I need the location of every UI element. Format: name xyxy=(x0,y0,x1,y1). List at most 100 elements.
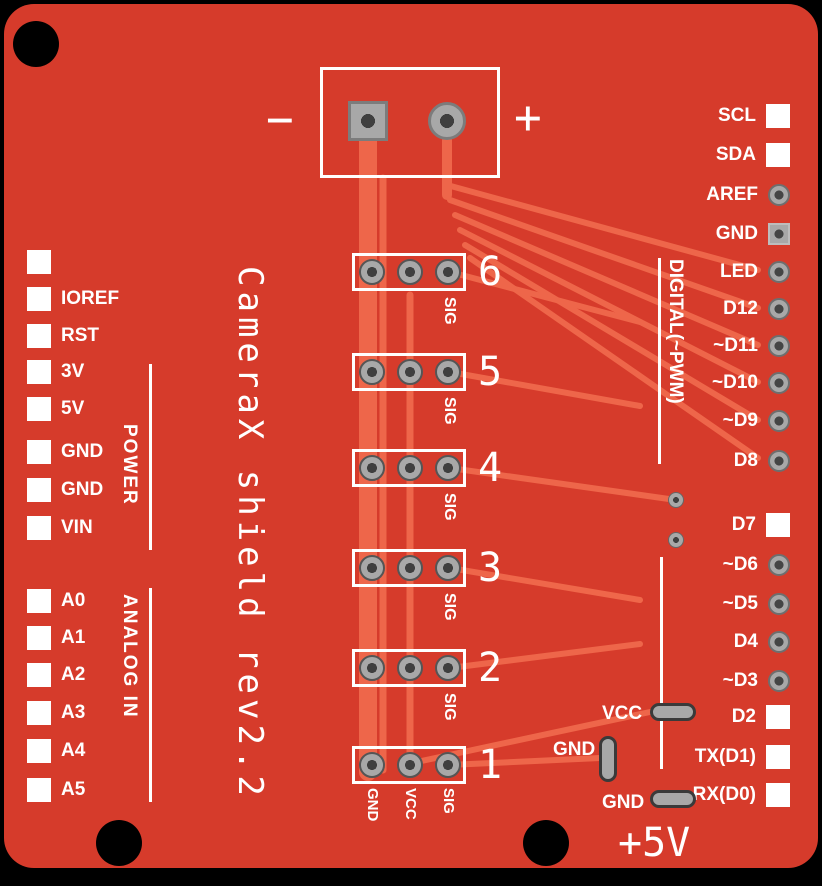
square-pad xyxy=(27,663,51,687)
sig-label: SIG xyxy=(441,297,458,325)
pin-row-rx: RX(D0) xyxy=(693,781,790,809)
square-hole-pad xyxy=(768,223,790,245)
pin-row-a1: A1 xyxy=(27,624,85,652)
round-pad xyxy=(768,554,790,576)
connector-pad xyxy=(359,555,385,581)
connector1-sig-label: SIG xyxy=(440,788,457,814)
connector-1 xyxy=(352,746,466,784)
connector-pad xyxy=(435,555,461,581)
pin-row-d3: ~D3 xyxy=(723,667,790,695)
pin-row-d4: D4 xyxy=(734,628,790,656)
square-pad xyxy=(27,778,51,802)
connector-pad xyxy=(359,259,385,285)
serial-bracket-line xyxy=(660,557,663,769)
pin-row-a3: A3 xyxy=(27,699,85,727)
sig-label: SIG xyxy=(441,397,458,425)
pin-label: VIN xyxy=(61,517,93,538)
square-pad xyxy=(27,250,51,274)
connector-pad xyxy=(435,655,461,681)
gnd-label: GND xyxy=(553,739,596,760)
pin-label: SCL xyxy=(718,105,756,126)
square-pad xyxy=(27,701,51,725)
pin-label: A3 xyxy=(61,702,86,723)
pin-row-ioref: IOREF xyxy=(27,285,119,313)
pin-label: ~D10 xyxy=(712,372,758,393)
connector-6 xyxy=(352,253,466,291)
connector-pad xyxy=(397,555,423,581)
pin-label: LED xyxy=(720,261,758,282)
pin-row-a5: A5 xyxy=(27,776,85,804)
vcc-label: VCC xyxy=(602,703,643,724)
pin-label: A0 xyxy=(61,590,86,611)
pin-label: GND xyxy=(61,479,104,500)
connector-2 xyxy=(352,649,466,687)
gnd-label: GND xyxy=(602,792,645,813)
pin-row-gnd: GND xyxy=(716,220,790,248)
connector-number: 3 xyxy=(478,545,503,591)
connector-number: 6 xyxy=(478,249,503,295)
pin-row-a0: A0 xyxy=(27,587,85,615)
connector-number: 2 xyxy=(478,645,503,691)
square-pad xyxy=(766,104,790,128)
pin-row-aref: AREF xyxy=(706,181,790,209)
connector-pad xyxy=(435,752,461,778)
connector-pad xyxy=(397,655,423,681)
minus-sign: − xyxy=(266,92,294,146)
digital-section-label: DIGITAL(~PWM) xyxy=(665,259,686,404)
digital-bracket-line xyxy=(658,258,661,464)
vcc-slot-pad xyxy=(650,703,696,721)
pin-row-d9: ~D9 xyxy=(723,407,790,435)
connector-pad xyxy=(435,455,461,481)
pin-row xyxy=(27,248,61,276)
pin-row-5v: 5V xyxy=(27,395,84,423)
connector-number: 5 xyxy=(478,349,503,395)
connector-pad xyxy=(359,455,385,481)
square-pad xyxy=(766,745,790,769)
pin-label: IOREF xyxy=(61,288,120,309)
round-pad xyxy=(768,410,790,432)
pin-row-gnd: GND xyxy=(27,438,103,466)
pin-row-scl: SCL xyxy=(718,102,790,130)
pin-label: D2 xyxy=(731,706,756,727)
connector-pad xyxy=(397,359,423,385)
power-section-label: POWER xyxy=(119,424,140,506)
pin-row-tx: TX(D1) xyxy=(695,743,790,771)
pin-row-a4: A4 xyxy=(27,737,85,765)
pin-label: A5 xyxy=(61,779,86,800)
connector-pad xyxy=(435,259,461,285)
round-pad xyxy=(768,261,790,283)
pin-label: ~D11 xyxy=(713,335,758,356)
round-pad xyxy=(768,298,790,320)
via-pad xyxy=(668,532,684,548)
pin-label: A2 xyxy=(61,664,86,685)
pin-row-d2: D2 xyxy=(732,703,790,731)
pin-label: TX(D1) xyxy=(694,746,756,767)
square-pad xyxy=(27,516,51,540)
pin-label: D12 xyxy=(723,298,758,319)
pin-label: RST xyxy=(61,325,99,346)
power-terminal-outline xyxy=(320,67,500,178)
square-pad xyxy=(27,287,51,311)
plus5v-label: +5V xyxy=(618,820,691,866)
sig-label: SIG xyxy=(441,493,458,521)
board-title: CameraX shield rev2.2 xyxy=(230,266,270,801)
pin-label: GND xyxy=(61,441,104,462)
pin-row-led: LED xyxy=(720,258,790,286)
connector-5 xyxy=(352,353,466,391)
gnd-slot-pad xyxy=(650,790,696,808)
pin-label: GND xyxy=(715,223,758,244)
pin-label: ~D3 xyxy=(722,670,758,691)
pin-row-rst: RST xyxy=(27,322,99,350)
pin-label: ~D5 xyxy=(722,593,758,614)
mounting-hole xyxy=(96,820,142,866)
connector-3 xyxy=(352,549,466,587)
round-pad xyxy=(768,372,790,394)
round-pad xyxy=(768,335,790,357)
power-plus-pad xyxy=(428,102,466,140)
square-pad xyxy=(766,705,790,729)
connector-pad xyxy=(435,359,461,385)
pin-row-d8: D8 xyxy=(734,447,790,475)
pin-label: ~D6 xyxy=(722,554,758,575)
via-pad xyxy=(668,492,684,508)
power-bracket-line xyxy=(149,364,152,550)
